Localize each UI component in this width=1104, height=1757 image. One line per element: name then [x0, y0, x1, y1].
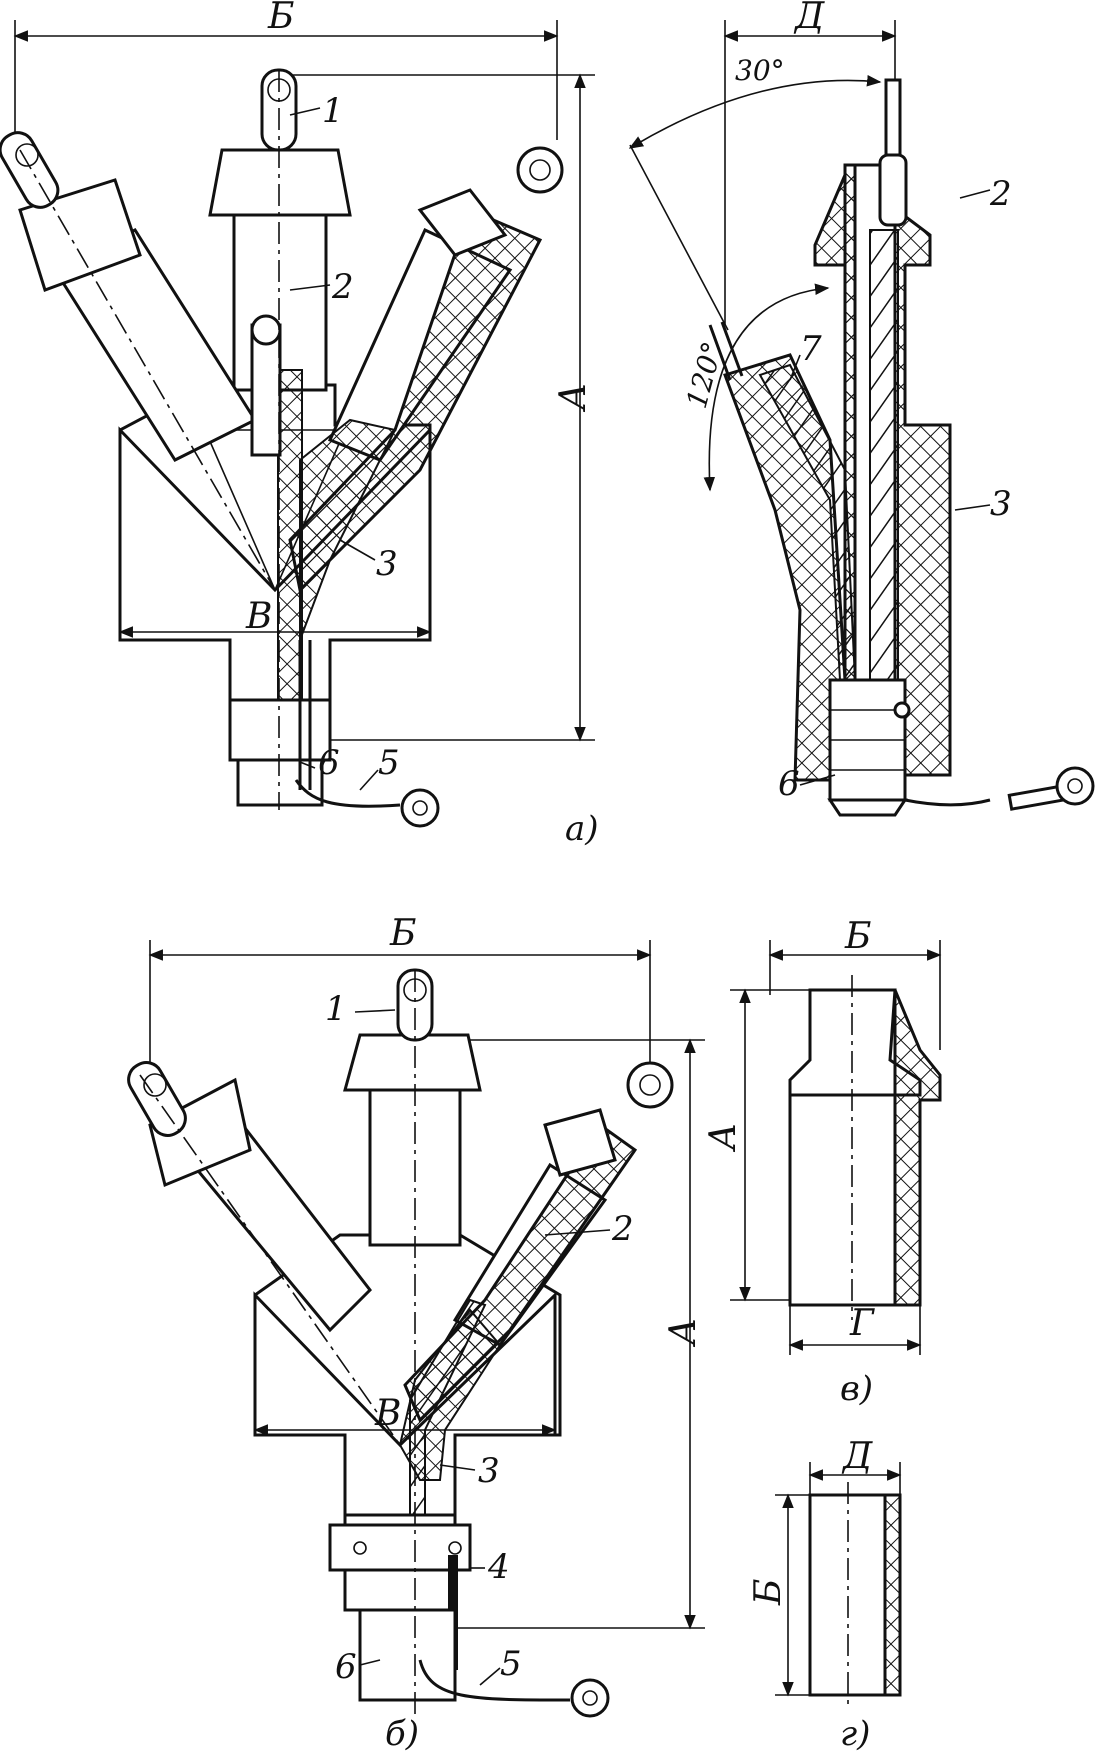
subfigure-g: Д Б г) [748, 1436, 902, 1754]
dim-a-label: А [553, 383, 594, 413]
dim-g-b: Б [748, 1579, 789, 1606]
caption-g: г) [840, 1714, 870, 1753]
part-label: 3 [990, 484, 1012, 524]
part-label: 3 [376, 544, 398, 584]
part-label: 6 [318, 743, 340, 783]
part-label: 2 [611, 1209, 634, 1249]
part-label: 7 [800, 329, 822, 369]
caption-a: а) [565, 809, 599, 849]
dim-v-a: А [703, 1123, 744, 1153]
dimension-b-top: Б [13, 0, 559, 140]
dim-v-b: Б [844, 916, 871, 957]
center-finger [208, 68, 352, 392]
part-labels-b: 1 2 3 4 5 6 [325, 989, 634, 1687]
caption-v: в) [840, 1369, 873, 1409]
part-label: 4 [487, 1547, 510, 1587]
dim-a-label-b: А [663, 1318, 704, 1348]
part-label: 3 [478, 1451, 500, 1491]
part-labels-a-side: 2 3 6 7 [778, 174, 1012, 804]
dimension-b-bottom: Б [148, 913, 652, 1080]
dim-v-label-b: В [374, 1393, 401, 1434]
part-label: 6 [335, 1647, 357, 1687]
dimension-a-right: А [270, 73, 595, 742]
part-label: 6 [778, 764, 800, 804]
cable-section [250, 314, 440, 828]
part-labels-a: 1 2 3 5 6 [289, 91, 400, 791]
part-label: 5 [500, 1644, 522, 1684]
caption-b: б) [385, 1714, 419, 1753]
dim-b-label: Б [267, 0, 294, 37]
dim-d-label: Д [793, 0, 825, 37]
dimension-d-top: Д [723, 0, 897, 325]
part-label: 5 [378, 743, 400, 783]
subfigure-a: Б А [0, 0, 599, 849]
part-label: 1 [325, 989, 347, 1029]
subfigure-a-side: Д 30° 120° [628, 0, 1095, 817]
angle-30-label: 30° [735, 54, 785, 87]
dim-g-d: Д [841, 1436, 873, 1477]
part-label: 1 [322, 91, 344, 131]
part-label: 2 [989, 174, 1012, 214]
part-label: 2 [331, 267, 354, 307]
dim-v-g: Г [849, 1303, 875, 1344]
subfigure-v: Б А Г в) [703, 916, 942, 1409]
dim-b-label-b: Б [389, 913, 416, 954]
dimension-v: В [118, 596, 432, 638]
subfigure-b: Б А [127, 913, 705, 1754]
dim-v-label: В [245, 596, 272, 637]
